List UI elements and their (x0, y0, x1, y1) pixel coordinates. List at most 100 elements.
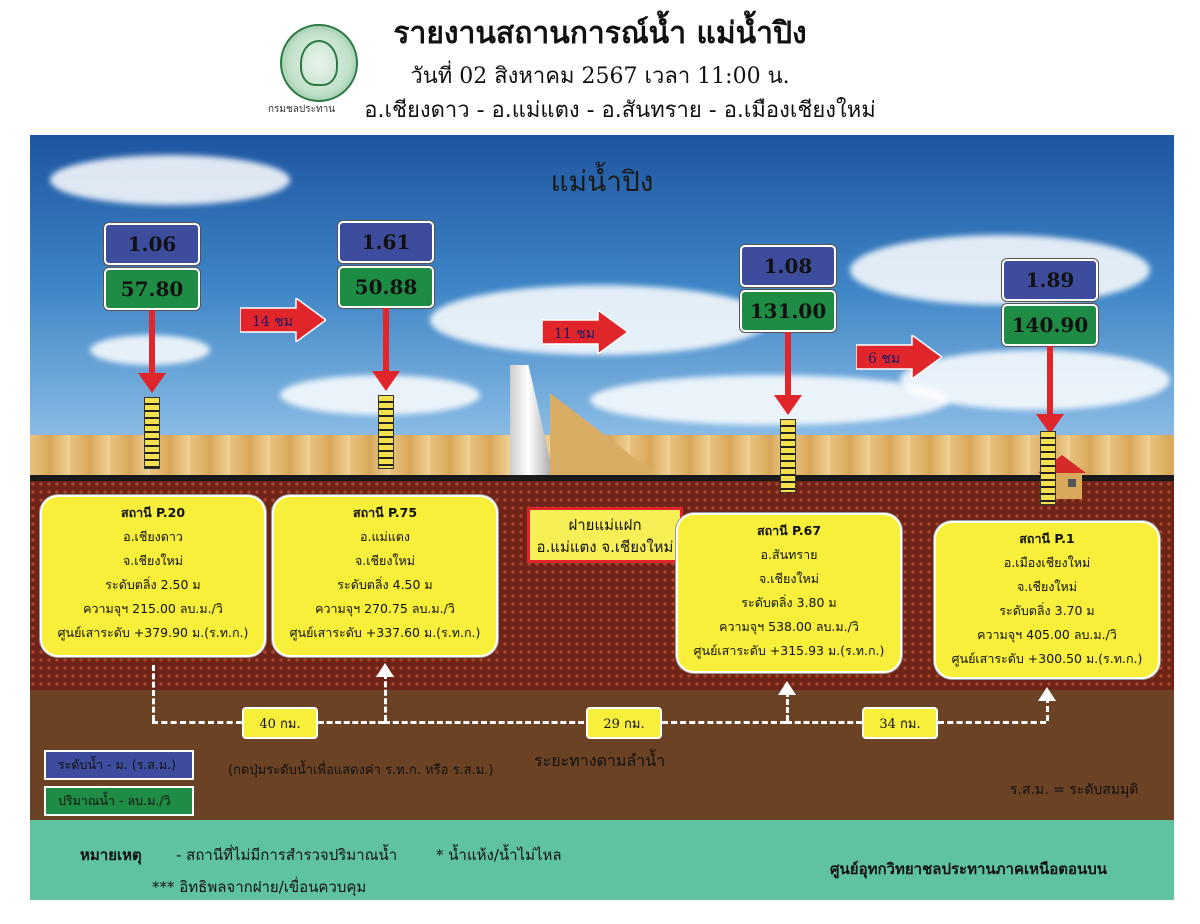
report-date: วันที่ 02 สิงหาคม 2567 เวลา 11:00 น. (410, 64, 790, 89)
dashed-connector (786, 721, 862, 724)
right-arrow-icon (240, 298, 326, 342)
arrow-down-icon (149, 310, 155, 375)
arrowhead-icon (774, 395, 802, 415)
logo-caption: กรมชลประทาน (268, 104, 336, 115)
travel-time-label: 11 ชม (554, 326, 595, 342)
legend-flow: ปริมาณน้ำ - ลบ.ม./วิ (44, 786, 194, 816)
distance-badge: 29 กม. (586, 707, 662, 739)
water-level-button-p75[interactable]: 1.61 (338, 221, 434, 263)
station-province: จ.เชียงใหม่ (1016, 579, 1078, 594)
station-card-p1: สถานี P.1 อ.เมืองเชียงใหม่ จ.เชียงใหม่ ร… (934, 521, 1160, 679)
distance-badge: 34 กม. (862, 707, 938, 739)
bank-level: ระดับตลิ่ง 4.50 ม (337, 577, 433, 592)
staff-gauge-icon (378, 395, 394, 469)
station-amphoe: อ.เชียงดาว (123, 529, 183, 544)
note-no-survey: - สถานีที่ไม่มีการสำรวจปริมาณน้ำ (176, 846, 398, 864)
bank-level: ระดับตลิ่ง 2.50 ม (105, 577, 201, 592)
gauge-datum: ศูนย์เสาระดับ +300.50 ม.(ร.ท.ก.) (951, 651, 1143, 666)
cloud (900, 350, 1170, 410)
flow-value-p20: 57.80 (104, 268, 200, 310)
distance-label: ระยะทางตามลำน้ำ (534, 751, 666, 770)
station-province: จ.เชียงใหม่ (354, 553, 416, 568)
station-code: สถานี P.75 (352, 505, 418, 520)
station-amphoe: อ.เมืองเชียงใหม่ (1003, 555, 1091, 570)
note-dry: * น้ำแห้ง/น้ำไม่ไหล (436, 846, 562, 864)
weir-location: อ.แม่แตง จ.เชียงใหม่ (536, 538, 674, 556)
cloud (590, 375, 950, 425)
travel-time-arrow: 6 ชม (856, 335, 942, 379)
arrowhead-icon (1036, 414, 1064, 434)
dashed-connector (786, 691, 789, 721)
legend-level-label: ระดับน้ำ - ม. (ร.ส.ม.) (58, 757, 176, 772)
dashed-connector (384, 673, 387, 721)
staff-gauge-icon (1040, 431, 1056, 505)
dashed-connector (152, 665, 155, 721)
cloud (50, 155, 290, 205)
arrow-down-icon (1047, 346, 1053, 416)
arrow-down-icon (383, 308, 389, 373)
gauge-datum: ศูนย์เสาระดับ +379.90 ม.(ร.ท.ก.) (57, 625, 249, 640)
arrow-up-icon (376, 663, 394, 677)
station-province: จ.เชียงใหม่ (758, 571, 820, 586)
gauge-datum: ศูนย์เสาระดับ +337.60 ม.(ร.ท.ก.) (289, 625, 481, 640)
channel-capacity: ความจุฯ 405.00 ลบ.ม./วิ (977, 627, 1117, 642)
distance-badge: 40 กม. (242, 707, 318, 739)
legend-level: ระดับน้ำ - ม. (ร.ส.ม.) (44, 750, 194, 780)
station-amphoe: อ.สันทราย (760, 547, 818, 562)
dashed-connector (662, 721, 786, 724)
legend-flow-label: ปริมาณน้ำ - ลบ.ม./วิ (58, 793, 171, 808)
flow-value-p67: 131.00 (740, 290, 836, 332)
channel-capacity: ความจุฯ 538.00 ลบ.ม./วิ (719, 619, 859, 634)
river-name: แม่น้ำปิง (550, 165, 654, 198)
dashed-connector (384, 721, 584, 724)
right-arrow-icon (856, 335, 942, 379)
bank-level: ระดับตลิ่ง 3.70 ม (999, 603, 1095, 618)
gauge-datum: ศูนย์เสาระดับ +315.93 ม.(ร.ท.ก.) (693, 643, 885, 658)
station-card-p75: สถานี P.75 อ.แม่แตง จ.เชียงใหม่ ระดับตลิ… (272, 495, 498, 657)
station-card-p20: สถานี P.20 อ.เชียงดาว จ.เชียงใหม่ ระดับต… (40, 495, 266, 657)
weir-name: ฝายแม่แฝก (568, 516, 642, 534)
organization-name: ศูนย์อุทกวิทยาชลประทานภาคเหนือตอนบน (830, 860, 1108, 878)
staff-gauge-icon (144, 397, 160, 469)
bank-level: ระดับตลิ่ง 3.80 ม (741, 595, 837, 610)
dashed-connector (318, 721, 384, 724)
royal-irrigation-logo (280, 24, 358, 102)
river-scene: แม่น้ำปิง 1.06 57.80 1.61 50.88 1.08 131… (30, 135, 1174, 900)
dashed-connector (152, 721, 242, 724)
arrow-up-icon (778, 681, 796, 695)
footer-band (30, 820, 1174, 900)
dashed-connector (938, 721, 1046, 724)
right-arrow-icon (542, 310, 628, 354)
notes-heading: หมายเหตุ (80, 846, 142, 864)
arrow-down-icon (785, 332, 791, 397)
water-level-button-p20[interactable]: 1.06 (104, 223, 200, 265)
channel-capacity: ความจุฯ 215.00 ลบ.ม./วิ (83, 601, 223, 616)
channel-capacity: ความจุฯ 270.75 ลบ.ม./วิ (315, 601, 455, 616)
legend-hint: (กดปุ่มระดับน้ำเพื่อแสดงค่า ร.ท.ก. หรือ … (228, 763, 494, 778)
page-title: รายงานสถานการณ์น้ำ แม่น้ำปิง (393, 16, 807, 51)
note-weir-influence: *** อิทธิพลจากฝาย/เขื่อนควบคุม (152, 878, 367, 896)
water-level-button-p1[interactable]: 1.89 (1002, 259, 1098, 301)
station-card-p67: สถานี P.67 อ.สันทราย จ.เชียงใหม่ ระดับตล… (676, 513, 902, 673)
water-level-button-p67[interactable]: 1.08 (740, 245, 836, 287)
datum-note: ร.ส.ม. = ระดับสมมุติ (1010, 782, 1139, 798)
dashed-connector (1046, 697, 1049, 721)
cloud (850, 235, 1150, 305)
staff-gauge-icon (780, 419, 796, 493)
flow-value-p1: 140.90 (1002, 304, 1098, 346)
travel-time-arrow: 14 ชม (240, 298, 326, 342)
weir-label: ฝายแม่แฝก อ.แม่แตง จ.เชียงใหม่ (527, 507, 683, 563)
station-province: จ.เชียงใหม่ (122, 553, 184, 568)
emblem-icon (300, 40, 338, 86)
arrowhead-icon (372, 371, 400, 391)
station-amphoe: อ.แม่แตง (359, 529, 411, 544)
travel-time-arrow: 11 ชม (542, 310, 628, 354)
arrowhead-icon (138, 373, 166, 393)
arrow-up-icon (1038, 687, 1056, 701)
travel-time-label: 6 ชม (868, 351, 901, 367)
station-code: สถานี P.67 (756, 523, 822, 538)
district-list: อ.เชียงดาว - อ.แม่แตง - อ.สันทราย - อ.เม… (364, 98, 876, 123)
station-code: สถานี P.1 (1019, 531, 1075, 546)
flow-value-p75: 50.88 (338, 266, 434, 308)
station-code: สถานี P.20 (120, 505, 186, 520)
